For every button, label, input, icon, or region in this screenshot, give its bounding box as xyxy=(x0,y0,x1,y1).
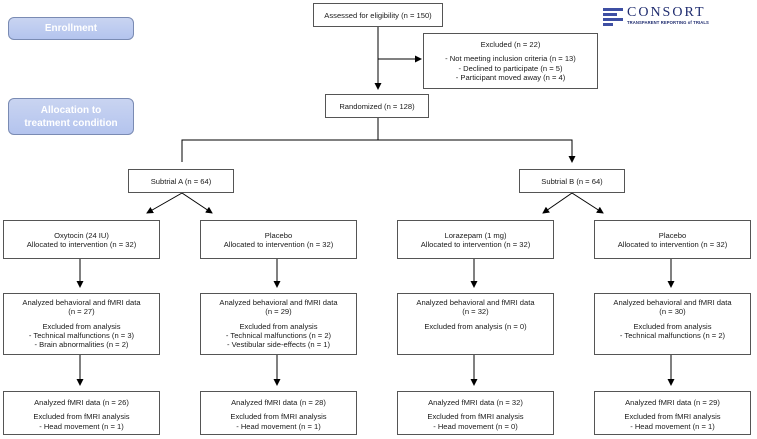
enrollment-label: Enrollment xyxy=(8,17,134,40)
allocation-label-line2: treatment condition xyxy=(24,117,118,129)
arm-fmri-box: Analyzed fMRI data (n = 29) Excluded fro… xyxy=(594,391,751,435)
arm-analysis-box: Analyzed behavioral and fMRI data (n = 3… xyxy=(594,293,751,355)
subtrial-b-box: Subtrial B (n = 64) xyxy=(519,169,625,193)
consort-logo: CONSORT TRANSPARENT REPORTING of TRIALS xyxy=(603,5,753,29)
consort-logo-mark xyxy=(603,8,623,26)
allocation-label: Allocation to treatment condition xyxy=(8,98,134,135)
arm-fmri-box: Analyzed fMRI data (n = 26) Excluded fro… xyxy=(3,391,160,435)
arm-analysis-box: Analyzed behavioral and fMRI data (n = 3… xyxy=(397,293,554,355)
excluded-item: - Declined to participate (n = 5) xyxy=(458,63,563,73)
arm-analysis-box: Analyzed behavioral and fMRI data (n = 2… xyxy=(200,293,357,355)
assessed-box: Assessed for eligibility (n = 150) xyxy=(313,3,443,27)
connector-subtrial-b-right xyxy=(571,192,604,214)
excluded-item: - Not meeting inclusion criteria (n = 13… xyxy=(445,54,576,64)
arm-fmri-box: Analyzed fMRI data (n = 32) Excluded fro… xyxy=(397,391,554,435)
arm-allocation-box: Placebo Allocated to intervention (n = 3… xyxy=(200,220,357,259)
connector-subtrial-a-right xyxy=(181,192,213,214)
connector-subtrial-a-left xyxy=(146,192,183,214)
connector-subtrial-b-left xyxy=(542,192,573,214)
randomized-box: Randomized (n = 128) xyxy=(325,94,429,118)
excluded-item: - Participant moved away (n = 4) xyxy=(455,72,566,82)
consort-logo-tagline: TRANSPARENT REPORTING of TRIALS xyxy=(627,20,709,25)
arm-allocation-box: Oxytocin (24 IU) Allocated to interventi… xyxy=(3,220,160,259)
allocation-label-line1: Allocation to xyxy=(40,104,102,116)
connector-randomized-split xyxy=(181,139,576,163)
excluded-title: Excluded (n = 22) xyxy=(480,40,541,49)
arm-allocation-box: Placebo Allocated to intervention (n = 3… xyxy=(594,220,751,259)
subtrial-a-box: Subtrial A (n = 64) xyxy=(128,169,234,193)
arm-fmri-box: Analyzed fMRI data (n = 28) Excluded fro… xyxy=(200,391,357,435)
arm-allocation-box: Lorazepam (1 mg) Allocated to interventi… xyxy=(397,220,554,259)
excluded-box: Excluded (n = 22) - Not meeting inclusio… xyxy=(423,33,598,89)
arm-analysis-box: Analyzed behavioral and fMRI data (n = 2… xyxy=(3,293,160,355)
consort-logo-word: CONSORT xyxy=(627,5,706,20)
